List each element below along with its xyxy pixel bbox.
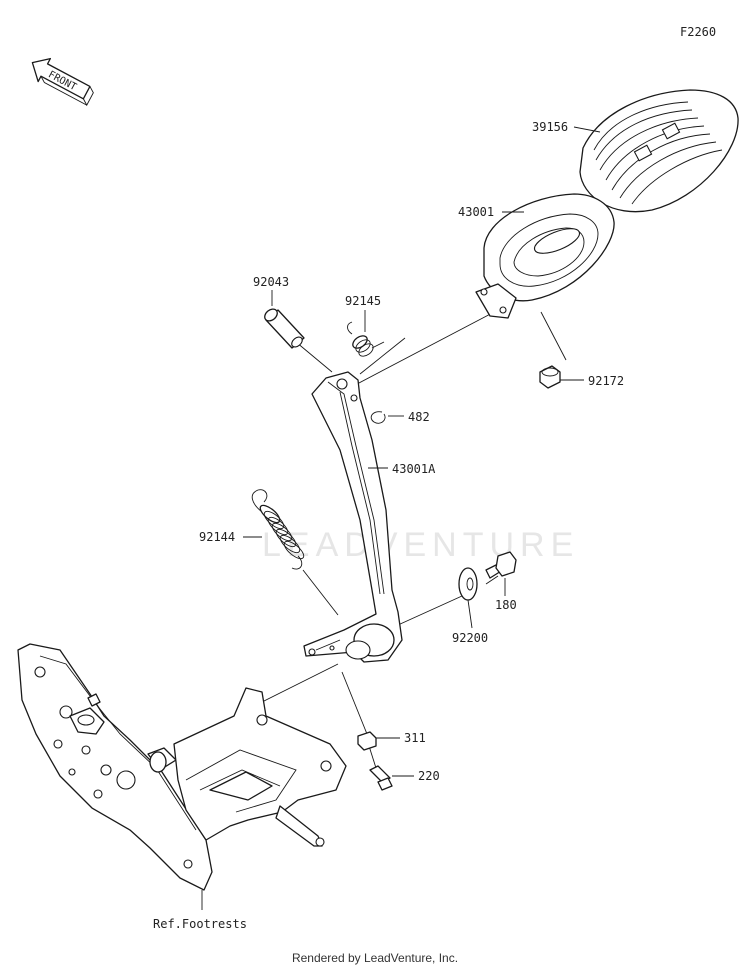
label-92172: 92172 xyxy=(588,374,624,388)
label-39156: 39156 xyxy=(532,120,568,134)
watermark-text: LEADVENTURE xyxy=(262,526,579,564)
nut-311 xyxy=(357,731,377,751)
label-92144: 92144 xyxy=(199,530,235,544)
diagram-code: F2260 xyxy=(680,25,716,39)
pin-92043 xyxy=(264,308,305,349)
label-43001A: 43001A xyxy=(392,462,436,476)
label-311: 311 xyxy=(404,731,426,745)
label-220: 220 xyxy=(418,769,440,783)
footer-credit: Rendered by LeadVenture, Inc. xyxy=(291,951,459,965)
label-482: 482 xyxy=(408,410,430,424)
label-ref-footrests: Ref.Footrests xyxy=(153,917,247,931)
clip-482 xyxy=(370,411,386,424)
footpad-rubber-39156 xyxy=(579,89,739,213)
label-92043: 92043 xyxy=(253,275,289,289)
label-92200: 92200 xyxy=(452,631,488,645)
bolt-92172 xyxy=(539,365,561,389)
footrest-bracket xyxy=(17,643,347,891)
front-arrow-icon: FRONT xyxy=(31,57,94,107)
label-43001: 43001 xyxy=(458,205,494,219)
pedal-arm-43001A xyxy=(303,371,403,663)
spring-92144 xyxy=(251,489,305,570)
bolt-180 xyxy=(485,551,517,579)
label-92145: 92145 xyxy=(345,294,381,308)
bolt-220 xyxy=(369,765,393,791)
pedal-pad-43001 xyxy=(475,193,615,319)
spring-92145 xyxy=(347,321,385,357)
label-180: 180 xyxy=(495,598,517,612)
washer-92200 xyxy=(458,567,478,601)
